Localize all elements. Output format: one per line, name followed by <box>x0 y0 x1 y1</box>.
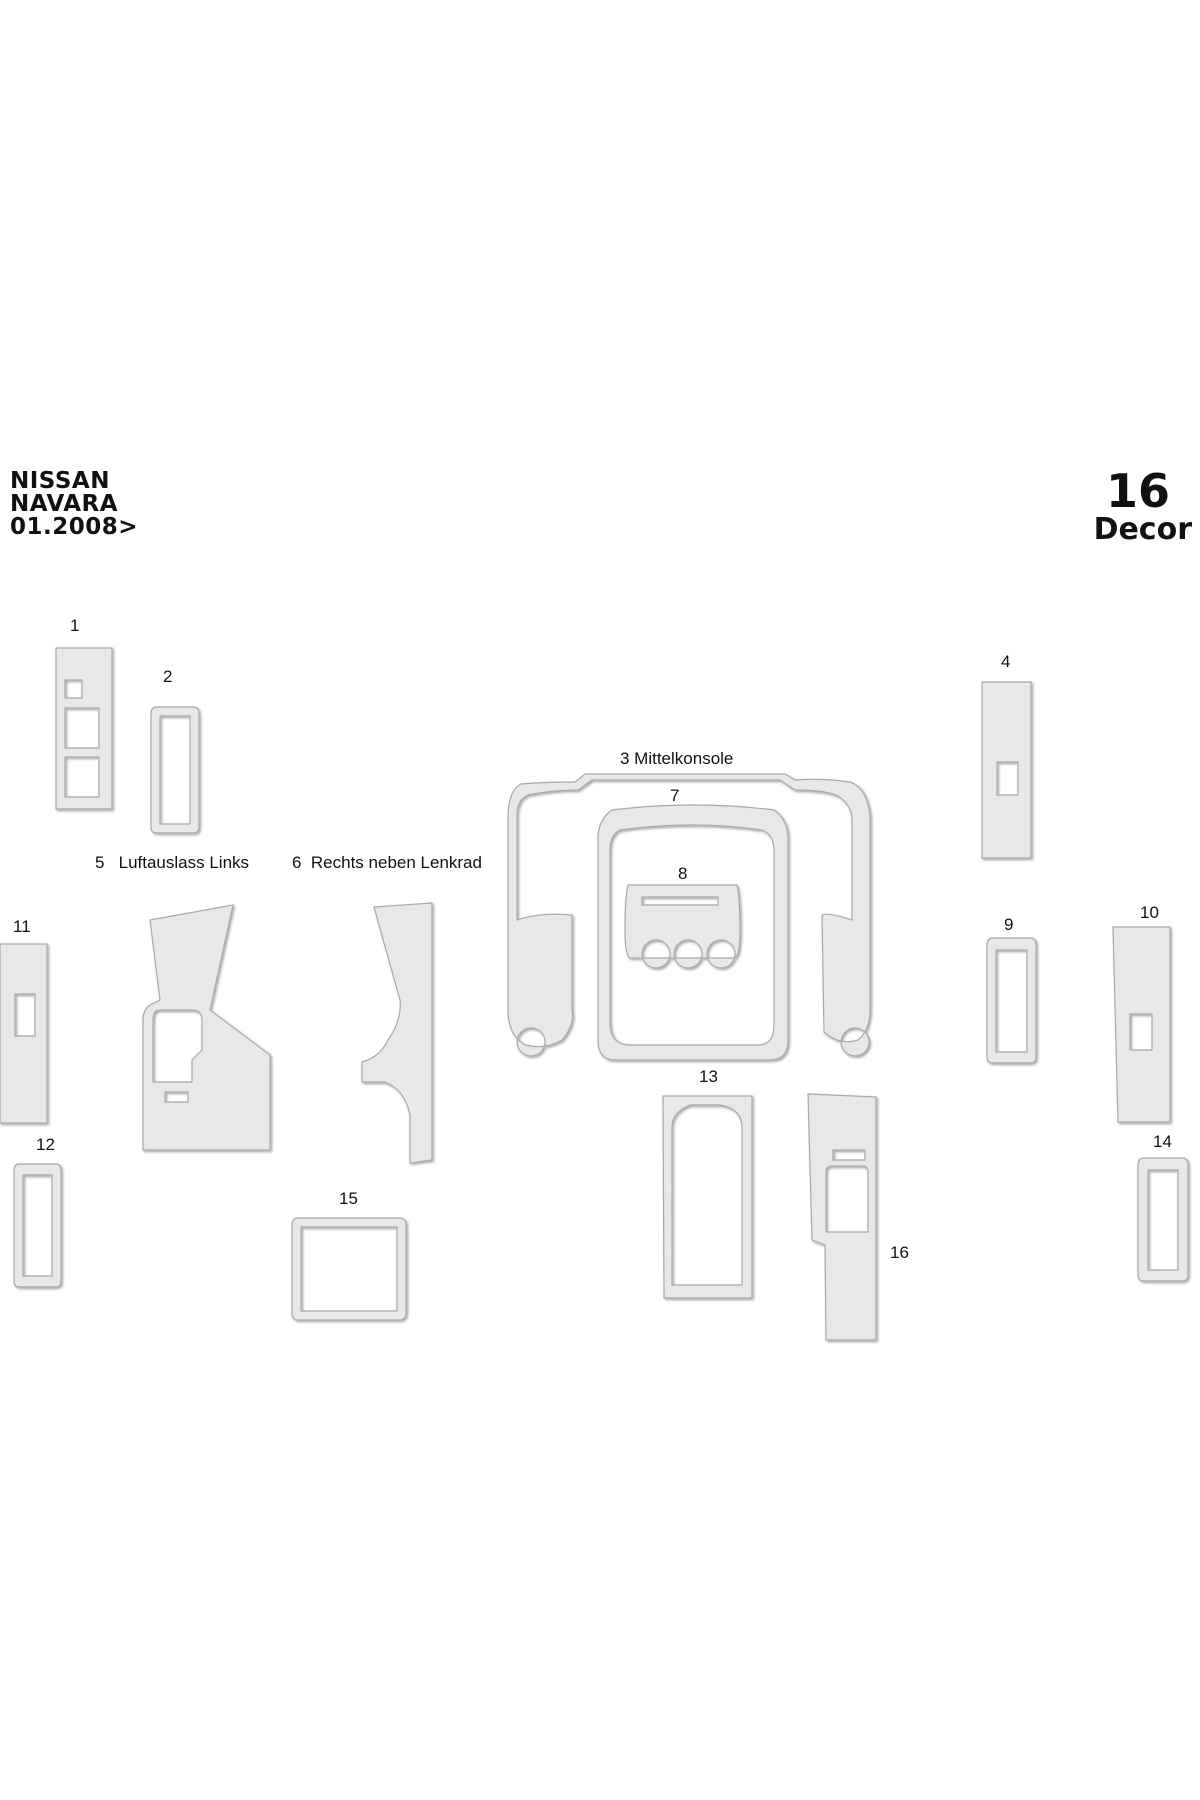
part-14 <box>1137 1157 1189 1282</box>
label-3: 3 Mittelkonsole <box>620 749 733 768</box>
label-12: 12 <box>36 1135 55 1154</box>
label-13: 13 <box>699 1067 718 1086</box>
part-12 <box>13 1163 62 1288</box>
label-2: 2 <box>163 667 172 686</box>
part-5 <box>142 904 271 1151</box>
label-10: 10 <box>1140 903 1159 922</box>
label-1: 1 <box>70 616 79 635</box>
part-labels: 1 2 3 Mittelkonsole 4 5 Luftauslass Link… <box>13 616 1172 1262</box>
label-16: 16 <box>890 1243 909 1262</box>
part-8 <box>624 884 741 969</box>
part-9 <box>986 937 1037 1064</box>
label-6: 6 Rechts neben Lenkrad <box>292 853 482 872</box>
label-15: 15 <box>339 1189 358 1208</box>
part-1 <box>55 647 113 810</box>
label-5: 5 Luftauslass Links <box>95 853 249 872</box>
part-16 <box>807 1093 877 1341</box>
part-6 <box>361 902 433 1164</box>
model-name: NAVARA <box>10 491 119 517</box>
part-15 <box>291 1217 407 1321</box>
label-11: 11 <box>13 917 31 936</box>
piece-count: 16 <box>1105 464 1170 518</box>
part-4 <box>981 681 1032 859</box>
part-10 <box>1112 926 1171 1123</box>
part-13 <box>662 1095 753 1299</box>
part-3 <box>507 773 871 1057</box>
part-2 <box>150 706 200 834</box>
piece-count-label: Decor <box>1093 512 1192 547</box>
brand-name: NISSAN <box>10 468 110 494</box>
part-7 <box>597 804 789 1061</box>
vehicle-title: NISSAN NAVARA 01.2008> <box>10 470 138 539</box>
label-7: 7 <box>670 786 679 805</box>
model-year: 01.2008> <box>10 514 139 540</box>
part-11 <box>0 943 48 1124</box>
label-4: 4 <box>1001 652 1010 671</box>
label-8: 8 <box>678 864 687 883</box>
label-14: 14 <box>1153 1132 1172 1151</box>
set-count: 16 Decor <box>1094 468 1192 546</box>
label-9: 9 <box>1004 915 1013 934</box>
